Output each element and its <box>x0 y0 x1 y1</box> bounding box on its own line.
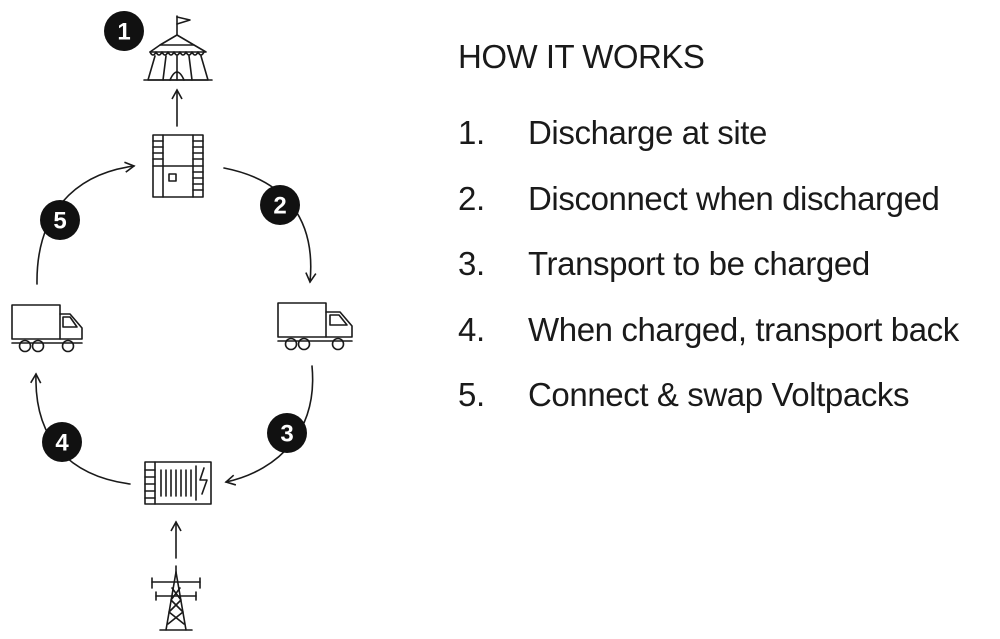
cycle-diagram: 1 2 3 4 5 <box>11 11 353 631</box>
badge-step-5-label: 5 <box>53 208 66 235</box>
badge-step-2: 2 <box>260 185 300 225</box>
badge-step-1-label: 1 <box>117 19 130 46</box>
circus-tent-icon <box>143 15 213 81</box>
truck-icon <box>11 304 83 353</box>
badge-step-5: 5 <box>40 200 80 240</box>
badge-step-1: 1 <box>104 11 144 51</box>
badge-step-2-label: 2 <box>273 193 286 220</box>
step-number: 5. <box>458 376 485 413</box>
truck-icon <box>277 302 353 351</box>
power-pylon-icon <box>151 565 201 631</box>
step-item: 1. Discharge at site <box>458 114 998 180</box>
step-item: 3. Transport to be charged <box>458 245 998 311</box>
badge-step-3-label: 3 <box>280 421 293 448</box>
arrow-step-2 <box>223 167 317 284</box>
step-text: Disconnect when discharged <box>528 179 940 217</box>
step-number: 4. <box>458 310 485 348</box>
step-item: 4. When charged, transport back <box>458 311 998 377</box>
step-text: When charged, transport back <box>528 310 959 348</box>
step-text: Connect & swap Voltpacks <box>528 376 910 413</box>
step-text: Transport to be charged <box>528 245 870 282</box>
battery-unit-icon <box>152 134 204 198</box>
how-it-works-panel: HOW IT WORKS 1. Discharge at site 2. Dis… <box>458 38 998 442</box>
steps-list: 1. Discharge at site 2. Disconnect when … <box>458 114 998 442</box>
badge-step-4: 4 <box>42 422 82 462</box>
charging-battery-icon <box>144 461 212 505</box>
step-text: Discharge at site <box>528 114 767 151</box>
badge-step-4-label: 4 <box>55 430 69 457</box>
step-number: 3. <box>458 245 485 282</box>
step-number: 2. <box>458 179 485 217</box>
step-item: 5. Connect & swap Voltpacks <box>458 376 998 442</box>
panel-heading: HOW IT WORKS <box>458 38 705 75</box>
badge-step-3: 3 <box>267 413 307 453</box>
step-number: 1. <box>458 114 485 151</box>
step-item: 2. Disconnect when discharged <box>458 180 998 246</box>
